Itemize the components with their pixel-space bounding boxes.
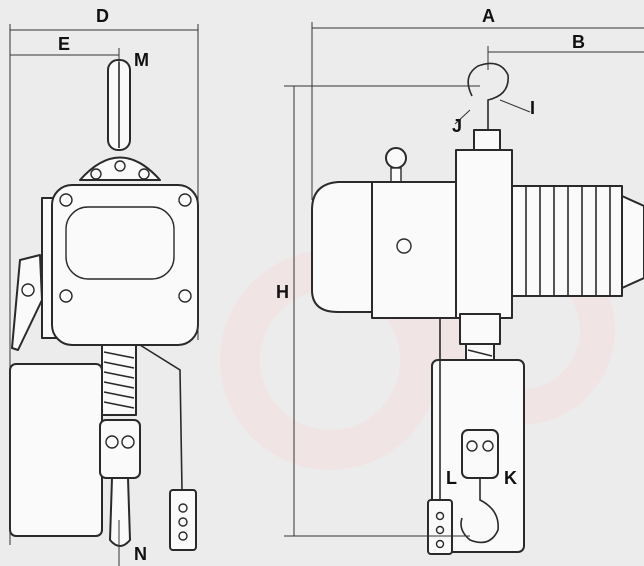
- front-bottom-hook: [460, 478, 499, 544]
- gear-box: [371, 181, 461, 319]
- dimension-lines: [9, 22, 644, 566]
- front-top-hook: [467, 62, 509, 130]
- label-b: B: [572, 32, 585, 52]
- chain-guide: [459, 313, 501, 345]
- side-view-hoist: [9, 59, 199, 551]
- front-view-hoist: [311, 62, 644, 555]
- chain-bag: [9, 363, 103, 537]
- side-bottom-hook: [109, 477, 131, 547]
- fan-cap: [621, 195, 644, 289]
- label-k: K: [504, 468, 517, 488]
- label-h: H: [276, 282, 289, 302]
- cooling-fins: [511, 185, 623, 297]
- label-d: D: [96, 6, 109, 26]
- side-chain-spring: [101, 344, 137, 416]
- label-m: M: [134, 50, 149, 70]
- label-j: J: [452, 116, 462, 136]
- label-n: N: [134, 544, 147, 564]
- side-lever: [11, 254, 43, 351]
- label-e: E: [58, 34, 70, 54]
- label-a: A: [482, 6, 495, 26]
- eye-bolt: [385, 147, 407, 169]
- nameplate-panel: [65, 206, 175, 280]
- pendant-cable: [139, 344, 183, 491]
- label-l: L: [446, 468, 457, 488]
- front-lower-block: [461, 429, 499, 479]
- center-frame: [455, 149, 513, 319]
- side-lower-block: [99, 419, 141, 479]
- label-i: I: [530, 98, 535, 118]
